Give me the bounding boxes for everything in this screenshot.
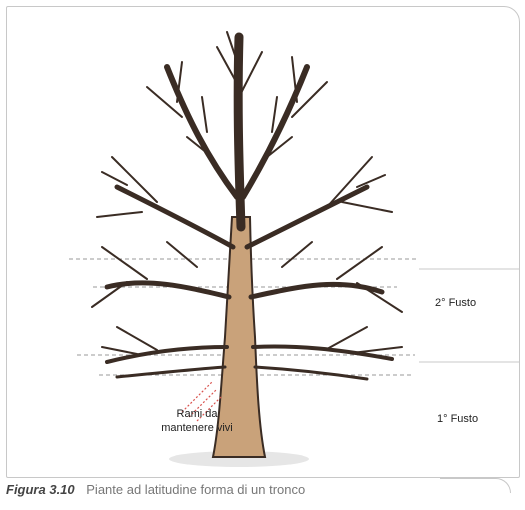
caption-number: Figura 3.10: [6, 482, 75, 497]
figure-panel: 2° Fusto 1° Fusto Rami da mantenere vivi: [6, 6, 520, 478]
caption-rule: [440, 478, 511, 493]
side-dividers: [419, 269, 519, 362]
branches-label-line-2: mantenere vivi: [157, 421, 237, 435]
branches-label-line-1: Rami da: [157, 407, 237, 421]
caption-text: Piante ad latitudine forma di un tronco: [86, 482, 305, 497]
figure-caption: Figura 3.10 Piante ad latitudine forma d…: [6, 482, 305, 497]
first-trunk-label: 1° Fusto: [437, 413, 478, 425]
second-trunk-label: 2° Fusto: [435, 297, 476, 309]
tree-illustration: [7, 7, 519, 477]
branches-to-keep-label: Rami da mantenere vivi: [157, 407, 237, 435]
